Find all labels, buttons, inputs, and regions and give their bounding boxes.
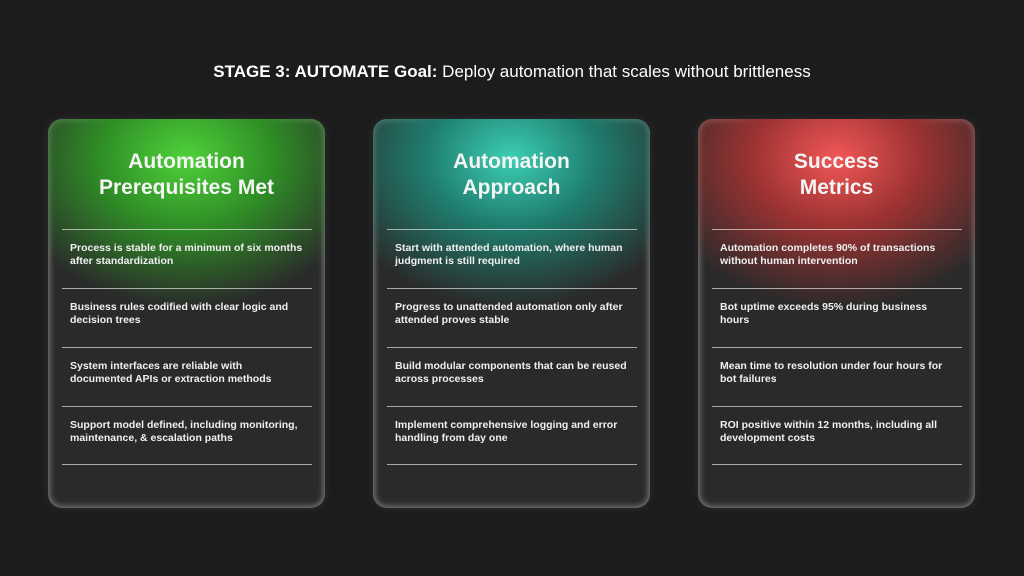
title-line: Prerequisites Met <box>98 176 275 199</box>
list-item: Business rules codified with clear logic… <box>62 288 312 347</box>
stage-label: STAGE 3: AUTOMATE Goal: <box>213 62 438 81</box>
slide-headline: STAGE 3: AUTOMATE Goal: Deploy automatio… <box>0 62 1024 82</box>
list-item: Implement comprehensive logging and erro… <box>387 406 637 465</box>
card-glow <box>698 119 975 508</box>
list-item: Build modular components that can be reu… <box>387 347 637 406</box>
title-line: Approach <box>462 176 561 199</box>
list-item: Process is stable for a minimum of six m… <box>62 229 312 288</box>
title-line: Automation <box>453 150 570 173</box>
goal-text: Deploy automation that scales without br… <box>437 62 811 81</box>
list-item: Bot uptime exceeds 95% during business h… <box>712 288 962 347</box>
card-list: Automation completes 90% of transactions… <box>712 229 962 465</box>
list-item: Support model defined, including monitor… <box>62 406 312 465</box>
list-item: Automation completes 90% of transactions… <box>712 229 962 288</box>
list-item: System interfaces are reliable with docu… <box>62 347 312 406</box>
list-item: Start with attended automation, where hu… <box>387 229 637 288</box>
title-line: Success <box>793 150 880 173</box>
card-glow <box>48 119 325 508</box>
card-list: Process is stable for a minimum of six m… <box>62 229 312 465</box>
list-item: Progress to unattended automation only a… <box>387 288 637 347</box>
list-item: ROI positive within 12 months, including… <box>712 406 962 465</box>
card-list: Start with attended automation, where hu… <box>387 229 637 465</box>
card-glow <box>373 119 650 508</box>
list-item: Mean time to resolution under four hours… <box>712 347 962 406</box>
title-line: Automation <box>128 150 245 173</box>
title-line: Metrics <box>799 176 874 199</box>
